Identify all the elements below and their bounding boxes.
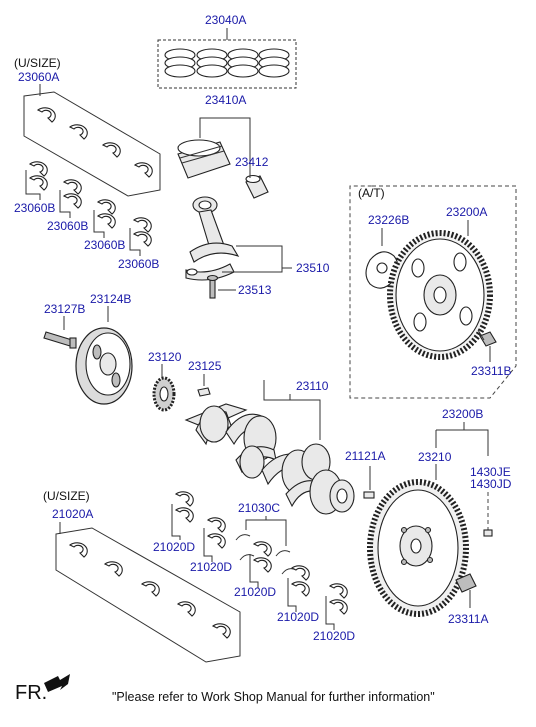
- flywheel: [367, 479, 469, 617]
- label-23311A: 23311A: [448, 612, 488, 626]
- label-23513: 23513: [238, 283, 272, 297]
- label-at: (A/T): [358, 186, 385, 200]
- upper-bearing-shells: [36, 107, 153, 178]
- label-23060B-3: 23060B: [84, 238, 125, 252]
- label-23410A: 23410A: [205, 93, 246, 107]
- label-21020D-2: 21020D: [190, 560, 232, 574]
- connecting-rod-bearing-shells: [28, 161, 152, 247]
- crankshaft-pulley: [75, 327, 133, 405]
- front-label: FR.: [15, 682, 48, 704]
- label-21121A: 21121A: [345, 449, 385, 463]
- label-23125: 23125: [188, 359, 222, 373]
- label-23510: 23510: [296, 261, 330, 275]
- label-usize-top: (U/SIZE): [14, 56, 61, 70]
- workshop-manual-note: "Please refer to Work Shop Manual for fu…: [112, 690, 435, 704]
- label-23040A: 23040A: [205, 13, 246, 27]
- label-23120: 23120: [148, 350, 182, 364]
- label-21030C: 21030C: [238, 501, 280, 515]
- label-1430JE: 1430JE: [470, 465, 511, 479]
- label-21020A: 21020A: [52, 507, 93, 521]
- piston-pin: [245, 174, 269, 199]
- piston: [177, 139, 231, 179]
- label-23124B: 23124B: [90, 292, 131, 306]
- flywheel-bolt: [455, 573, 477, 593]
- label-23200A: 23200A: [446, 205, 487, 219]
- label-23060B-1: 23060B: [14, 201, 55, 215]
- label-23226B: 23226B: [368, 213, 409, 227]
- front-direction-arrow-icon: [44, 674, 70, 692]
- label-23200B: 23200B: [442, 407, 483, 421]
- label-23060B-2: 23060B: [47, 219, 88, 233]
- label-21020D-1: 21020D: [153, 540, 195, 554]
- label-21020D-5: 21020D: [313, 629, 355, 643]
- lower-main-bearing-shells: [68, 542, 231, 639]
- piston-ring-set: [157, 28, 297, 89]
- main-bearing-shells: [174, 491, 348, 615]
- crankshaft-sprocket: [152, 376, 176, 412]
- crankshaft-key: [197, 387, 211, 397]
- crankshaft-pulley-bolt: [43, 331, 77, 349]
- label-23412: 23412: [235, 155, 269, 169]
- drive-plate: [387, 230, 493, 360]
- label-23110: 23110: [296, 379, 329, 393]
- label-21020D-4: 21020D: [277, 610, 319, 624]
- label-23210: 23210: [418, 450, 452, 464]
- drive-plate-shim: [365, 251, 399, 289]
- label-23127B: 23127B: [44, 302, 85, 316]
- crankshaft: [184, 403, 355, 515]
- crankshaft-pin: [363, 491, 375, 499]
- label-23060B-4: 23060B: [118, 257, 159, 271]
- label-21020D-3: 21020D: [234, 585, 276, 599]
- label-23060A: 23060A: [18, 70, 59, 84]
- label-23311B: 23311B: [471, 364, 511, 378]
- label-usize-bottom: (U/SIZE): [43, 489, 90, 503]
- connecting-rod: [185, 196, 240, 281]
- thrust-washers: [235, 534, 297, 575]
- label-1430JD: 1430JD: [470, 477, 512, 491]
- drive-plate-bolt: [477, 329, 497, 347]
- connecting-rod-bolt: [206, 274, 219, 299]
- flywheel-dowel: [483, 529, 493, 537]
